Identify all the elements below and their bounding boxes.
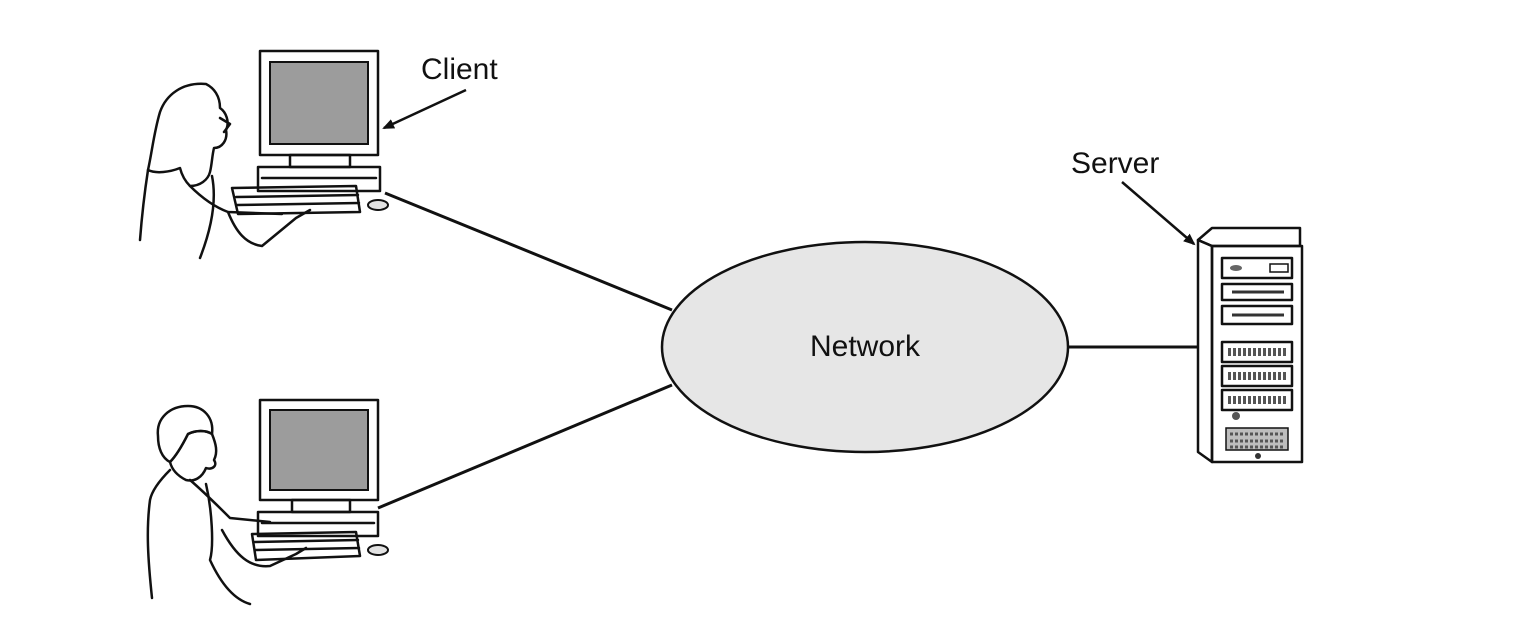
link-client-bottom-network — [377, 383, 673, 510]
server — [1196, 226, 1304, 464]
link-client-top-network — [384, 191, 673, 312]
server-tower-icon — [1196, 226, 1304, 464]
client-top — [138, 49, 389, 260]
server-label: Server — [1071, 147, 1159, 180]
client-bottom — [146, 398, 389, 606]
network-label: Network — [810, 330, 921, 363]
user-at-computer-icon — [146, 398, 389, 606]
server-pointer-arrow — [1121, 181, 1196, 246]
client-label: Client — [421, 53, 498, 86]
network-cloud — [660, 240, 1070, 454]
user-at-computer-icon — [138, 49, 389, 260]
client-pointer-arrow — [382, 88, 467, 130]
